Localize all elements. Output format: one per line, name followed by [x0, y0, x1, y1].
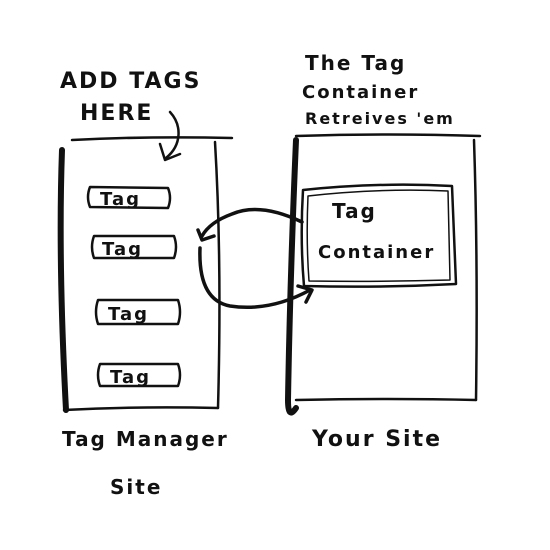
- add-tags-pointer-arrowhead: [158, 142, 182, 162]
- your-site-panel-right-edge: [472, 138, 478, 402]
- tag-manager-footer-line1: Tag Manager: [62, 427, 229, 451]
- tag-manager-panel-left-edge: [57, 147, 69, 413]
- your-site-panel-top: [294, 133, 482, 138]
- tag-label: Tag: [100, 189, 141, 210]
- add-tags-caption-line1: ADD TAGS: [60, 69, 201, 94]
- your-site-footer: Your Site: [311, 427, 442, 452]
- your-site-panel: The Tag Container Retreives 'em Tag Cont…: [285, 51, 482, 452]
- tag-container-label-line1: Tag: [332, 199, 377, 223]
- exchange-arrows: [196, 207, 314, 310]
- add-tags-caption-line2: HERE: [80, 101, 153, 126]
- tag-item: Tag: [96, 362, 182, 388]
- retrieve-arrowhead: [196, 228, 216, 242]
- container-caption-line2: Container: [302, 82, 419, 103]
- container-caption-line3: Retreives 'em: [305, 109, 455, 128]
- tag-item: Tag: [94, 298, 182, 326]
- tag-container-label-line2: Container: [318, 242, 435, 263]
- tag-manager-panel-right-edge: [213, 140, 221, 410]
- tag-label: Tag: [110, 367, 151, 388]
- send-arrow: [198, 246, 312, 310]
- send-arrowhead: [296, 284, 314, 304]
- tag-container-box-inner: [306, 189, 451, 283]
- tag-item: Tag: [86, 185, 172, 210]
- tag-label: Tag: [108, 304, 149, 325]
- your-site-panel-bottom: [294, 397, 478, 402]
- container-caption-line1: The Tag: [305, 51, 406, 75]
- tag-label: Tag: [102, 239, 143, 260]
- tag-item: Tag: [90, 234, 178, 260]
- tag-manager-panel: ADD TAGS HERE Tag Tag Tag Tag: [57, 69, 234, 499]
- tag-manager-panel-bottom: [62, 406, 220, 412]
- add-tags-pointer-arrow: [164, 110, 180, 160]
- tag-manager-footer-line2: Site: [110, 475, 162, 499]
- your-site-panel-left-edge: [285, 137, 299, 416]
- tag-manager-panel-top: [70, 136, 234, 142]
- retrieve-arrow: [200, 207, 304, 238]
- tag-container-box: [300, 183, 458, 288]
